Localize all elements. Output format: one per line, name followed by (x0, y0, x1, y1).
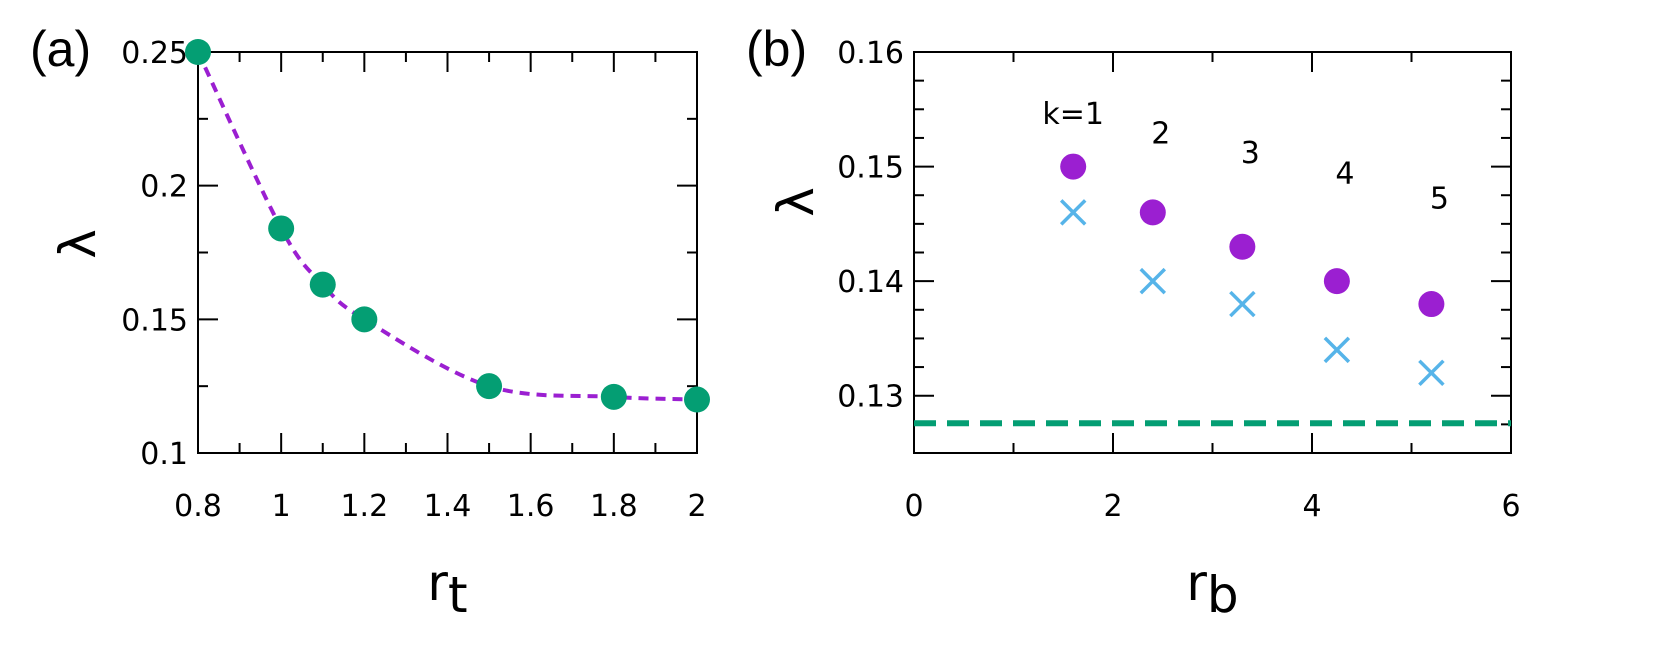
panel-b-cross-point (1323, 336, 1351, 364)
panel-b-plot-frame (913, 51, 1512, 454)
panel-a-x-tick-label: 1.2 (340, 489, 388, 524)
panel-b-label: (b) (746, 21, 807, 77)
panel-a-data-point (351, 306, 378, 333)
panel-b-y-tick-label: 0.14 (837, 265, 904, 300)
panel-b-k-label: 5 (1430, 182, 1449, 217)
panel-a-x-tick-label: 1.8 (590, 489, 638, 524)
panel-a-x-tick-label: 1 (272, 489, 291, 524)
panel-b-y-tick-label: 0.15 (837, 151, 904, 186)
panel-a-chart: 0.1 0.15 0.2 0.25 0.8 1 1.2 1.4 1.6 1.8 2 rt λ (49, 36, 710, 624)
panel-a-x-axis-label: rt (427, 554, 467, 624)
panel-b-x-tick-label: 6 (1501, 489, 1520, 524)
panel-a-x-tick-label: 2 (687, 489, 706, 524)
panel-a-y-tick-label: 0.15 (121, 303, 188, 338)
panel-a-data-point (684, 386, 710, 413)
panel-a-y-tick-label: 0.25 (121, 36, 188, 71)
panel-a-data-point (600, 383, 627, 410)
panel-b-x-axis-label: rb (1186, 554, 1238, 624)
panel-b-cross-stroke (1059, 199, 1087, 226)
panel-b-cross-point (1229, 290, 1256, 318)
panel-b-cross-point (1418, 359, 1445, 387)
panel-b-circle-point (1060, 153, 1087, 180)
panel-b-circle-point (1418, 291, 1445, 318)
panel-b-k-label: 4 (1335, 156, 1354, 191)
panel-b-cross-point (1139, 267, 1167, 295)
panel-b-cross-point (1059, 199, 1087, 226)
panel-a-data-point (476, 373, 503, 400)
panel-a-data-point (309, 271, 336, 298)
panel-b-circle-point (1139, 199, 1166, 226)
panel-a-y-tick-label: 0.2 (140, 170, 188, 205)
panel-a-label: (a) (30, 21, 91, 77)
panel-a-x-axis-label-main: r (427, 554, 448, 612)
panel-a-x-tick-label: 0.8 (174, 489, 222, 524)
panel-b-cross-stroke (1323, 336, 1351, 364)
panel-a-y-axis-label: λ (49, 229, 107, 259)
panel-b-x-axis-label-sub: b (1207, 566, 1239, 624)
panel-b-y-tick-label: 0.16 (837, 36, 904, 71)
panel-b-chart: 0.13 0.14 0.15 0.16 0 2 4 6 rb λ k=1 2 3 4 5 (767, 36, 1521, 624)
panel-b-y-tick-label: 0.13 (837, 380, 904, 415)
panel-b-cross-stroke (1139, 267, 1167, 295)
panel-a-x-axis-label-sub: t (448, 566, 468, 624)
panel-b-cross-stroke (1418, 359, 1445, 387)
panel-b-x-tick-label: 4 (1302, 489, 1321, 524)
panel-b-y-axis-label: λ (767, 187, 825, 217)
panel-b-x-axis-label-main: r (1186, 554, 1207, 612)
panel-a-data-point (268, 215, 295, 242)
panel-b-x-tick-label: 0 (904, 489, 923, 524)
panel-b-k-label: 3 (1241, 136, 1260, 171)
panel-b-k-label: 2 (1151, 116, 1170, 151)
panel-b-k-label: k=1 (1042, 97, 1104, 132)
panel-a-y-tick-label: 0.1 (140, 437, 188, 472)
panel-a-x-tick-label: 1.4 (424, 489, 472, 524)
panel-b-circle-point (1323, 268, 1350, 295)
panel-b-cross-stroke (1229, 290, 1256, 318)
panel-a-data-point (185, 39, 211, 65)
panel-b-circle-point (1229, 233, 1256, 260)
panel-b-x-tick-label: 2 (1103, 489, 1122, 524)
panel-a-x-tick-label: 1.6 (507, 489, 555, 524)
